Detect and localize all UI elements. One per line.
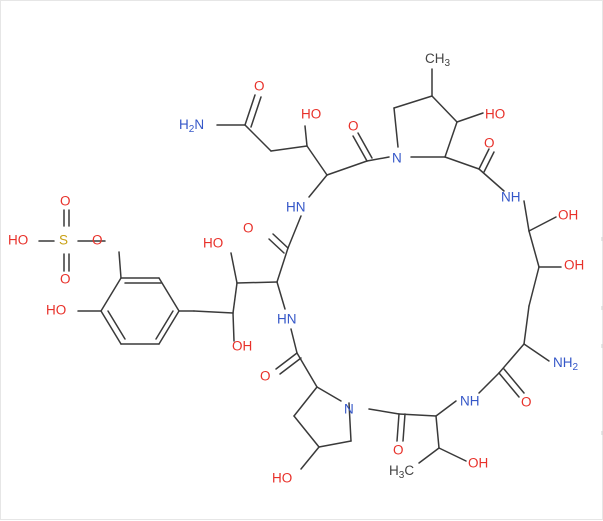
carbonyl-oxygen-label: O	[521, 395, 532, 410]
bond	[293, 415, 320, 448]
bond	[318, 440, 352, 448]
bond	[393, 107, 399, 148]
bond	[435, 400, 457, 417]
bond	[478, 168, 505, 192]
bond	[444, 121, 458, 158]
bond	[276, 281, 286, 310]
hydroxyl-label: HO	[485, 107, 505, 122]
carbonyl-oxygen-label: O	[254, 79, 265, 94]
bond	[528, 230, 540, 268]
hydroxyl-label: OH	[558, 208, 578, 223]
methyl-label: CH3	[425, 51, 451, 69]
bond	[396, 413, 400, 442]
bond	[528, 216, 557, 232]
bond	[393, 95, 433, 109]
bond	[268, 238, 285, 254]
bond	[523, 200, 530, 232]
bond	[456, 112, 484, 123]
sulfonyl-oxygen-label: O	[60, 194, 71, 209]
bond	[287, 215, 302, 249]
bond	[483, 151, 495, 173]
bond	[304, 125, 308, 147]
carbonyl-oxygen-label: O	[484, 136, 495, 151]
bond	[498, 372, 520, 398]
bond	[193, 310, 234, 314]
bond	[444, 156, 480, 170]
sulfur-label: S	[59, 233, 68, 248]
bond	[118, 251, 122, 279]
bond	[272, 233, 289, 249]
bond	[250, 96, 262, 128]
bond	[523, 343, 550, 362]
bond	[107, 310, 126, 340]
bond	[300, 446, 320, 470]
carbonyl-oxygen-label: O	[393, 443, 404, 458]
bond	[402, 413, 406, 442]
bond	[498, 343, 525, 374]
bond	[352, 135, 368, 162]
hydroxyl-label: OH	[232, 339, 252, 354]
ring-nitrogen-label: N	[392, 151, 402, 166]
bond	[276, 247, 289, 283]
carbonyl-oxygen-label: O	[260, 369, 271, 384]
amide-nitrogen-label: NH	[460, 394, 480, 409]
bond	[290, 328, 298, 354]
bond	[244, 124, 272, 152]
bond	[503, 368, 525, 394]
bond	[100, 310, 122, 345]
atom-labels: CH3 HO H2N HO O O N O HN NH OH OH O S HO…	[8, 51, 584, 486]
ring-nitrogen-label: N	[344, 402, 354, 417]
hydroxyl-label: OH	[468, 456, 488, 471]
bond	[155, 310, 174, 340]
bond	[348, 402, 352, 442]
bond	[293, 386, 318, 417]
bond	[244, 94, 256, 126]
hydroxyl-label: OH	[564, 258, 584, 273]
hydroxyl-label: HO	[301, 107, 321, 122]
amide-nitrogen-label: NH	[501, 190, 521, 205]
bond	[316, 386, 342, 402]
bond-network	[38, 68, 562, 470]
bond	[368, 408, 400, 415]
carbonyl-oxygen-label: O	[348, 119, 359, 134]
bond	[478, 372, 500, 394]
hydroxyl-label: HO	[272, 471, 292, 486]
bond	[236, 281, 278, 284]
bond	[326, 160, 368, 176]
bond	[438, 447, 467, 462]
bond	[523, 305, 530, 345]
carbonyl-oxygen-label: O	[243, 221, 254, 236]
bond	[270, 145, 308, 152]
bond	[528, 266, 540, 307]
amine-label: NH2	[553, 355, 579, 373]
bond	[158, 277, 180, 312]
amide-nitrogen-label: HN	[277, 312, 297, 327]
sulfate-hydroxyl-label: HO	[8, 233, 28, 248]
amide-nitrogen-label: HN	[286, 200, 306, 215]
bond	[232, 282, 238, 314]
bond	[100, 277, 122, 312]
bond	[418, 447, 440, 464]
sulfonyl-oxygen-label: O	[60, 272, 71, 287]
bond	[230, 252, 238, 284]
bond	[366, 156, 390, 162]
bond	[308, 174, 328, 198]
bond	[279, 357, 302, 375]
bond	[158, 310, 180, 345]
bond	[431, 95, 458, 123]
bond	[306, 145, 328, 176]
methyl-label: H3C	[389, 463, 414, 481]
amide-nh2-label: H2N	[179, 117, 204, 135]
ester-oxygen-label: O	[92, 233, 103, 248]
hydroxyl-label: HO	[203, 236, 223, 251]
bond	[357, 132, 373, 159]
bond	[275, 352, 298, 370]
bond	[478, 148, 490, 170]
phenol-hydroxyl-label: HO	[46, 303, 66, 318]
bond	[435, 415, 440, 449]
bond	[232, 312, 235, 342]
